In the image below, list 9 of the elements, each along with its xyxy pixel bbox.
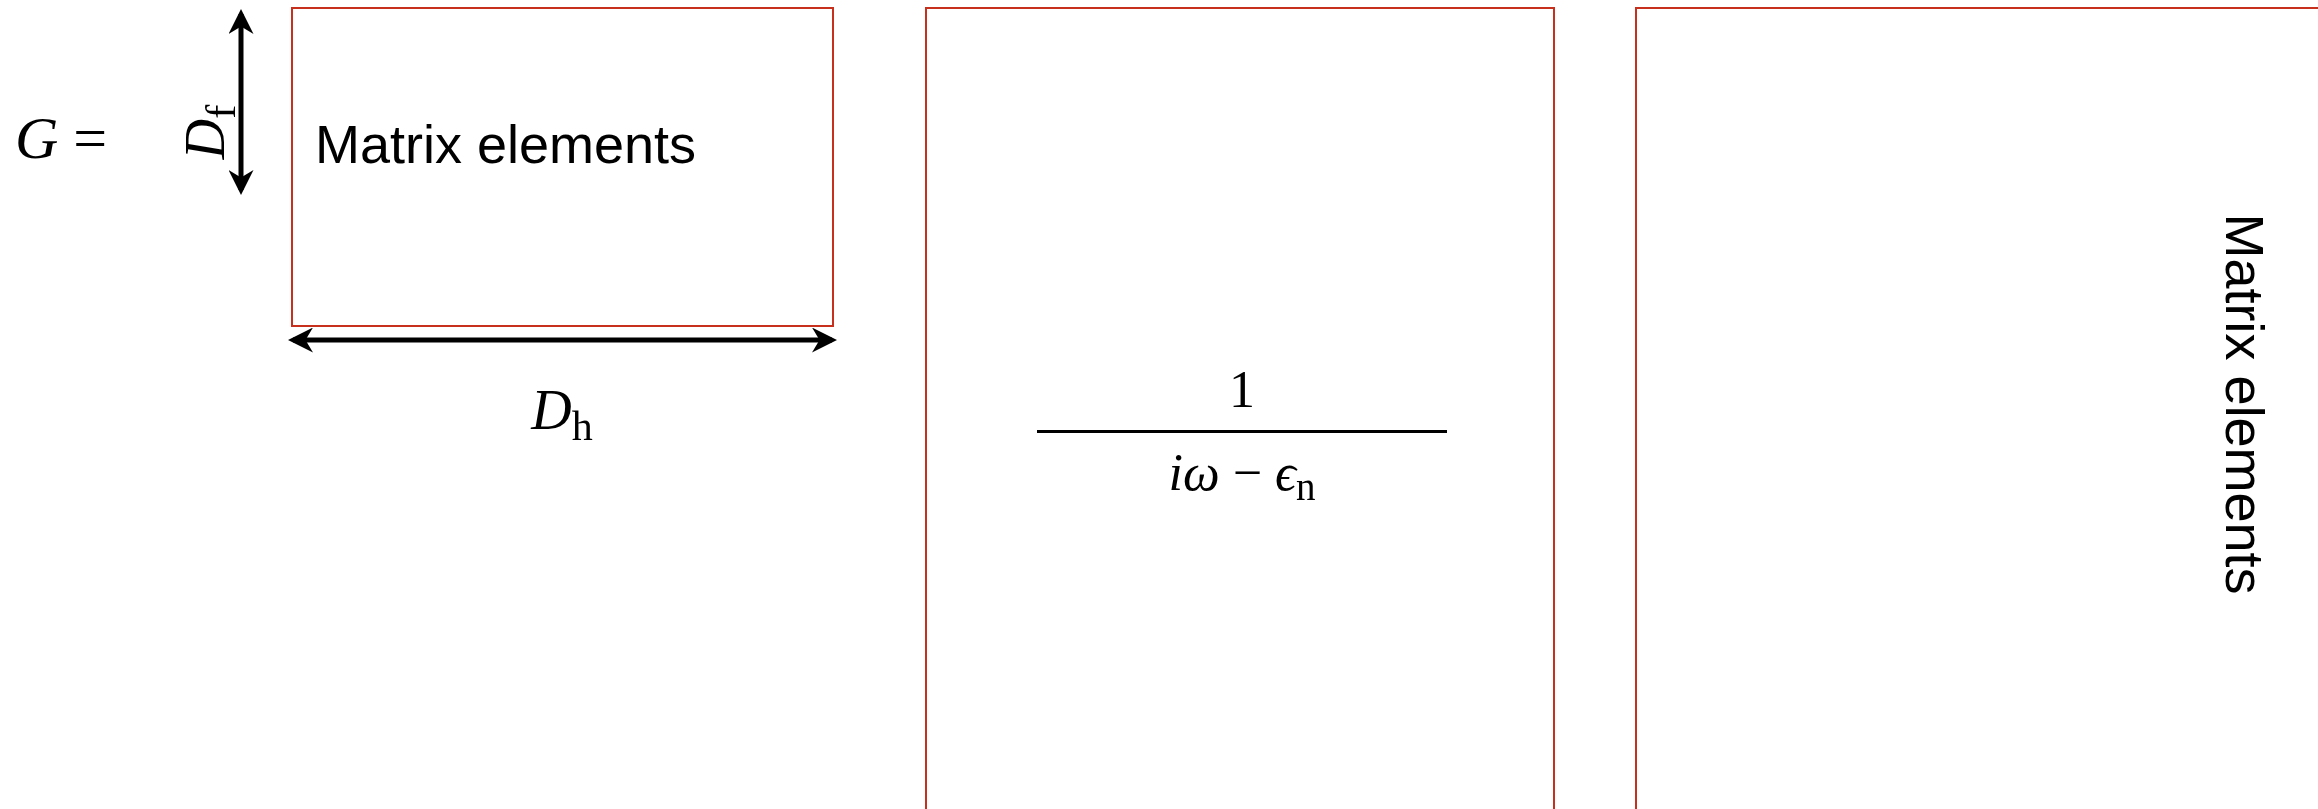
matrix-block xyxy=(1635,7,2318,809)
fraction-denominator: iω − ϵ$_{n}$ xyxy=(1168,443,1316,499)
dimension-label: D$_{h}$ xyxy=(531,382,593,438)
matrix-symbol: G = xyxy=(15,108,108,168)
matrix-block xyxy=(925,7,1555,809)
fraction-numerator: 1 xyxy=(1229,364,1255,420)
block-title: Matrix elements xyxy=(315,117,697,171)
matrix-block xyxy=(291,7,834,327)
block-title: Matrix elements xyxy=(2218,213,2272,595)
